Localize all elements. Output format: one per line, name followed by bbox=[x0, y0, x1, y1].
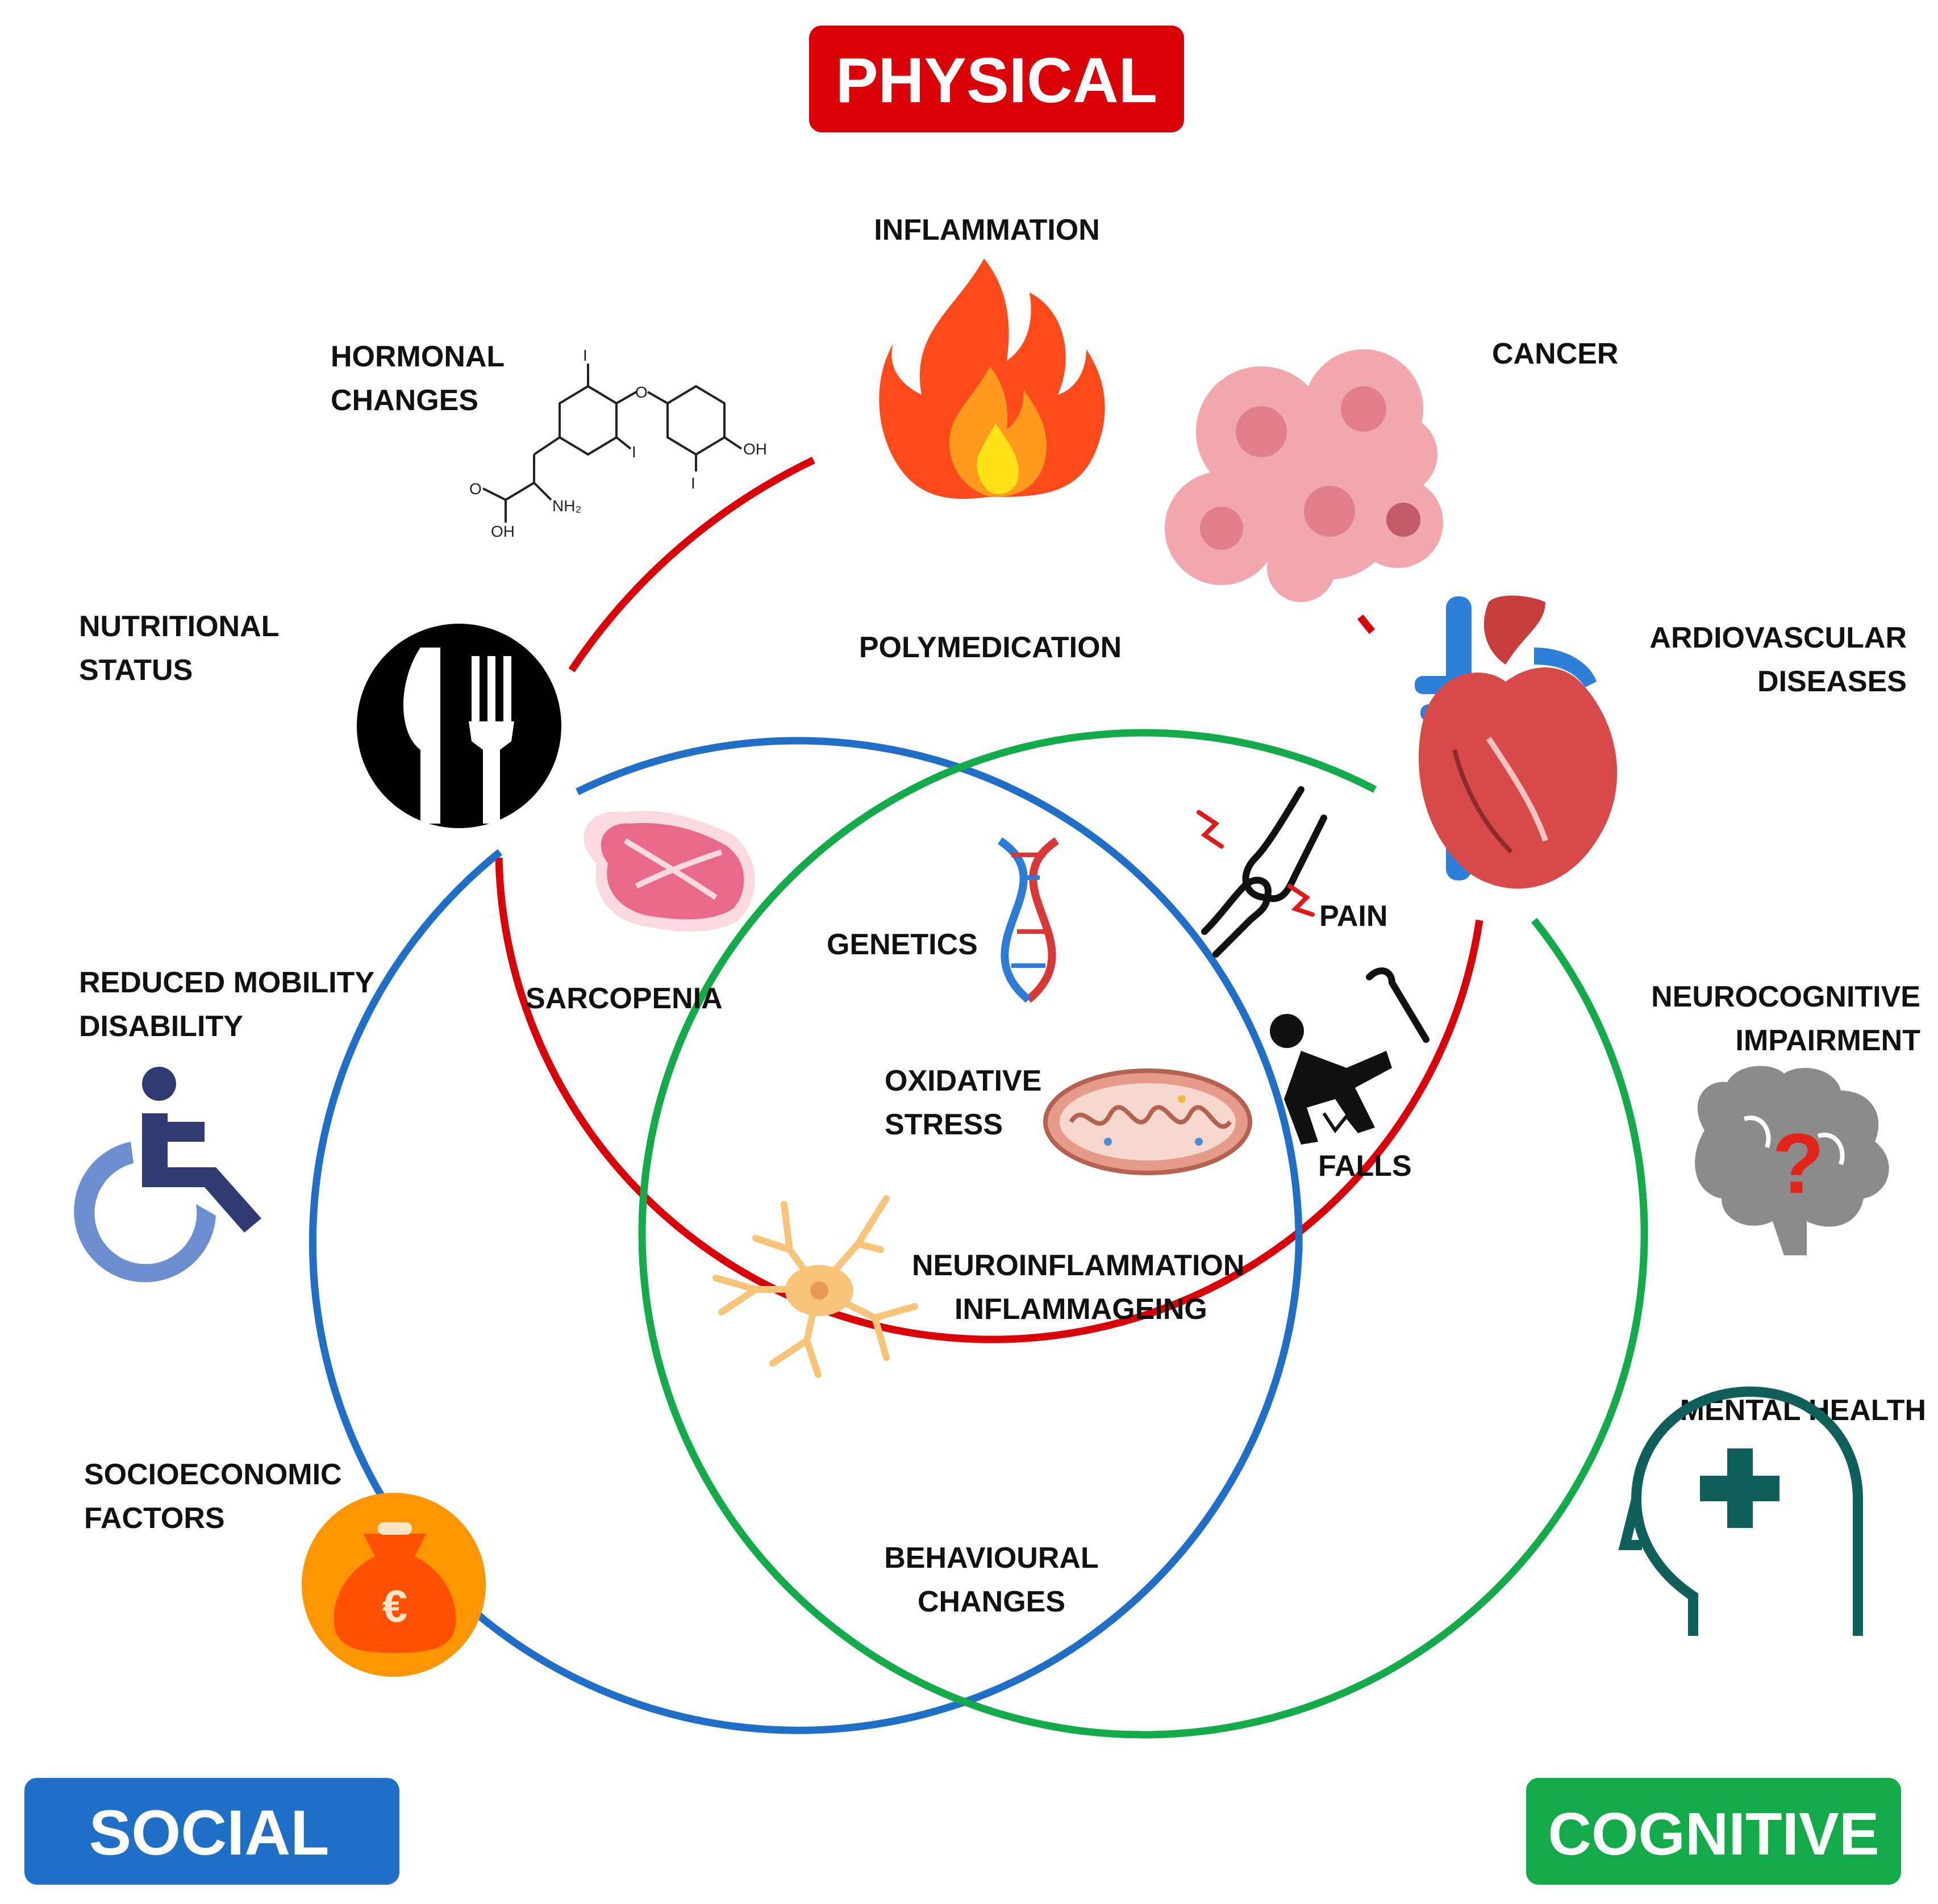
thyroxine-molecule-icon: I O I I OH NH₂ O OH bbox=[469, 346, 767, 540]
social-circle bbox=[309, 737, 1303, 1734]
label-neurocog-1: NEUROCOGNITIVE bbox=[1651, 980, 1920, 1013]
cognitive-circle bbox=[638, 729, 1648, 1739]
label-cardio-2: DISEASES bbox=[1757, 665, 1907, 698]
label-hormonal-2: CHANGES bbox=[331, 384, 478, 417]
label-genetics: GENETICS bbox=[827, 928, 978, 961]
chem-hydroxyl-2: OH bbox=[491, 523, 515, 540]
chem-hydroxyl: OH bbox=[743, 440, 767, 458]
label-inflammation: INFLAMMATION bbox=[874, 214, 1100, 247]
chem-carbonyl: O bbox=[469, 480, 482, 498]
physical-circle bbox=[495, 857, 1483, 1343]
chem-iodine-2: I bbox=[632, 443, 636, 461]
label-cancer: CANCER bbox=[1492, 337, 1618, 370]
label-oxidative-1: OXIDATIVE bbox=[885, 1064, 1041, 1097]
label-mobility-2: DISABILITY bbox=[79, 1010, 243, 1043]
venn-circles bbox=[309, 457, 1648, 1739]
cancer-cells-icon bbox=[1165, 349, 1443, 602]
label-cardio-1: ARDIOVASCULAR bbox=[1649, 621, 1907, 654]
label-sarcopenia: SARCOPENIA bbox=[526, 982, 723, 1015]
muscle-tissue-icon bbox=[584, 811, 755, 932]
chem-iodine-1: I bbox=[583, 346, 587, 364]
physical-circle bbox=[568, 457, 815, 673]
chem-iodine-3: I bbox=[691, 474, 695, 492]
joint-pain-icon bbox=[1197, 786, 1327, 958]
money-bag-icon: € bbox=[302, 1493, 486, 1677]
falling-person-icon bbox=[1270, 967, 1429, 1145]
chem-oxygen: O bbox=[635, 383, 648, 401]
label-neuroinfl-2: INFLAMMAGEING bbox=[955, 1293, 1207, 1326]
label-nutritional-2: STATUS bbox=[79, 654, 193, 687]
svg-text:€: € bbox=[382, 1581, 408, 1631]
label-behav-2: CHANGES bbox=[918, 1585, 1065, 1618]
social-badge: SOCIAL bbox=[24, 1778, 399, 1885]
neuron-icon bbox=[712, 1195, 918, 1378]
dna-icon bbox=[998, 837, 1059, 1003]
heart-icon bbox=[1415, 595, 1618, 889]
label-pain: PAIN bbox=[1319, 900, 1387, 933]
physical-badge-label: PHYSICAL bbox=[836, 45, 1157, 116]
cognitive-badge: COGNITIVE bbox=[1526, 1778, 1901, 1885]
mitochondria-icon bbox=[1043, 1068, 1252, 1175]
label-behav-1: BEHAVIOURAL bbox=[884, 1542, 1098, 1575]
label-oxidative-2: STRESS bbox=[885, 1108, 1003, 1141]
label-nutritional-1: NUTRITIONAL bbox=[79, 610, 279, 643]
label-polymedication: POLYMEDICATION bbox=[859, 631, 1122, 664]
label-neuroinfl-1: NEUROINFLAMMATION bbox=[912, 1249, 1244, 1282]
fire-icon bbox=[879, 258, 1105, 499]
cutlery-icon bbox=[357, 624, 561, 828]
mental-health-head-icon bbox=[1618, 1386, 1863, 1636]
physical-badge: PHYSICAL bbox=[809, 26, 1184, 132]
brain-question-icon: ? bbox=[1695, 1066, 1889, 1255]
label-falls: FALLS bbox=[1318, 1150, 1412, 1183]
label-socio-1: SOCIOECONOMIC bbox=[84, 1458, 342, 1491]
wheelchair-icon bbox=[74, 1067, 261, 1283]
label-hormonal-1: HORMONAL bbox=[331, 340, 505, 373]
physical-circle bbox=[1357, 614, 1376, 634]
factor-labels: INFLAMMATION HORMONAL CHANGES CANCER NUT… bbox=[79, 214, 1926, 1618]
svg-text:?: ? bbox=[1772, 1116, 1824, 1211]
cognitive-badge-label: COGNITIVE bbox=[1548, 1801, 1879, 1868]
chem-amine: NH₂ bbox=[552, 497, 581, 515]
label-neurocog-2: IMPAIRMENT bbox=[1736, 1024, 1921, 1057]
label-mobility-1: REDUCED MOBILITY bbox=[79, 966, 374, 999]
social-badge-label: SOCIAL bbox=[89, 1797, 329, 1868]
label-socio-2: FACTORS bbox=[84, 1502, 225, 1535]
